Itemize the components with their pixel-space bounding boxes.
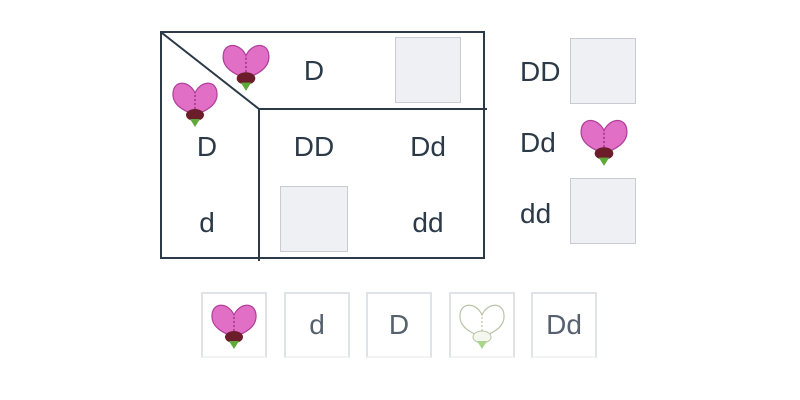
tile-white-flower[interactable] [449,292,515,358]
genotype-label-dd-recessive: dd [520,198,552,229]
punnett-square: D D d DD Dd dd [160,31,487,261]
tile-label: D [388,309,410,340]
genotype-slot-dd-dominant[interactable] [570,38,636,104]
row-header-2: d [199,207,215,238]
purple-flower-icon [580,119,628,166]
column-header-1: D [303,55,325,86]
cell-r2c2: dd [412,207,444,238]
purple-flower-icon [222,44,270,91]
tile-label: Dd [546,309,582,340]
genotype-label-dd-dominant: DD [520,56,561,87]
purple-flower-icon [172,82,218,127]
genotype-slot-dd-recessive[interactable] [570,178,636,244]
tile-purple-flower[interactable] [201,292,267,358]
white-flower-icon [459,304,505,349]
tile-dd-hetero[interactable]: Dd [531,292,597,358]
tile-d-dominant[interactable]: D [366,292,432,358]
cell-r2c1-drop-slot[interactable] [280,186,348,252]
cell-r1c1: DD [293,131,335,162]
row-header-1: D [196,131,218,162]
column-header-2-drop-slot[interactable] [395,37,461,103]
cell-r1c2: Dd [410,131,446,162]
tile-d-recessive[interactable]: d [284,292,350,358]
tile-label: d [309,309,325,340]
punnett-grid-lines [162,33,487,261]
purple-flower-icon [211,304,257,349]
genotype-label-dd-hetero: Dd [520,127,556,158]
